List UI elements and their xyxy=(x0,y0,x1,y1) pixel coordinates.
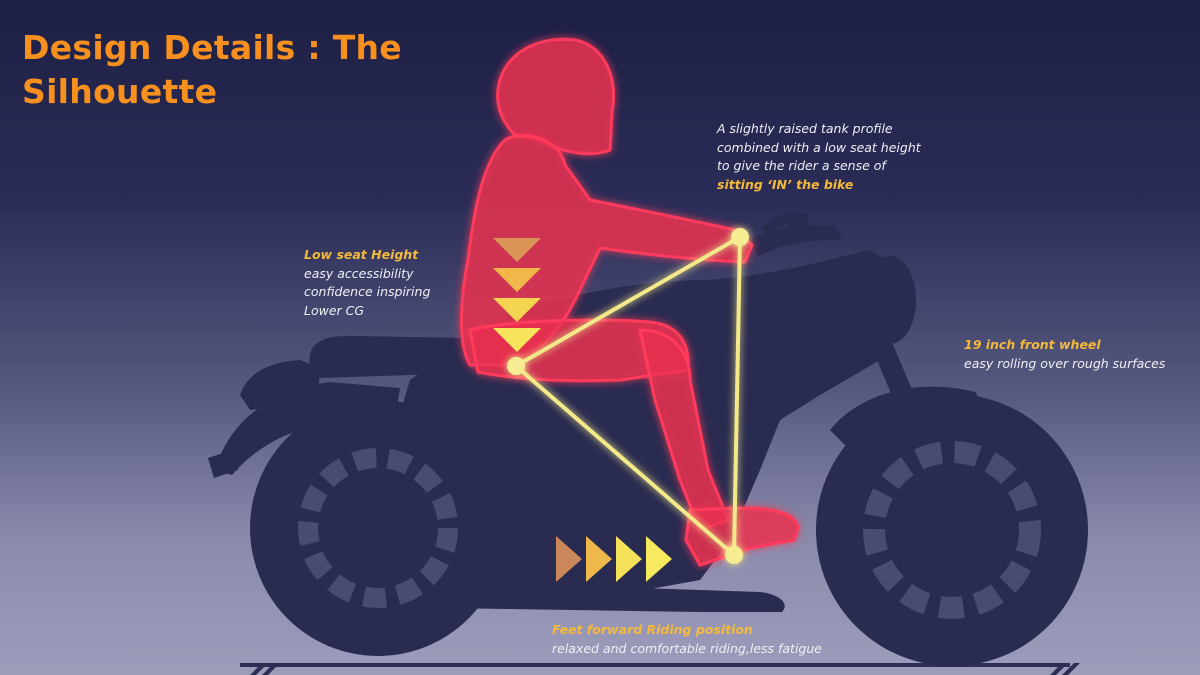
seat-line-3: Lower CG xyxy=(304,302,365,318)
forward-arrow-4 xyxy=(646,536,672,582)
foot-point xyxy=(725,546,743,564)
forward-arrow-2 xyxy=(586,536,612,582)
wheel-line-1: easy rolling over rough surfaces xyxy=(964,355,1166,371)
annotation-feet-forward: Feet forward Riding position relaxed and… xyxy=(552,621,822,658)
ergonomic-triangle xyxy=(514,235,742,557)
down-arrow-2 xyxy=(493,268,541,292)
annotation-low-seat: Low seat Height easy accessibility confi… xyxy=(304,246,430,320)
rider-figure xyxy=(460,37,800,567)
seat-line-2: confidence inspiring xyxy=(304,284,431,299)
seat-heading: Low seat Height xyxy=(304,247,419,262)
tank-line-2: combined with a low seat height xyxy=(717,139,921,155)
down-arrows xyxy=(493,238,541,352)
triangle-points xyxy=(507,228,749,564)
ground-stripes xyxy=(240,663,1080,675)
feet-heading: Feet forward Riding position xyxy=(552,622,753,637)
wheel-heading: 19 inch front wheel xyxy=(964,337,1101,352)
forward-arrow-1 xyxy=(556,536,582,582)
front-wheel-spokes xyxy=(863,441,1041,619)
annotation-tank-profile: A slightly raised tank profile combined … xyxy=(717,120,921,194)
tank-line-3: to give the rider a sense of xyxy=(717,158,886,173)
down-arrow-1 xyxy=(493,238,541,262)
seat-line-1: easy accessibility xyxy=(304,265,414,281)
feet-line-1: relaxed and comfortable riding,less fati… xyxy=(552,640,822,656)
forward-arrows xyxy=(556,536,672,582)
hand-point xyxy=(731,228,749,246)
rider-torso xyxy=(460,133,754,367)
forward-arrow-3 xyxy=(616,536,642,582)
tank-line-1: A slightly raised tank profile xyxy=(717,121,893,136)
down-arrow-3 xyxy=(493,298,541,322)
annotation-front-wheel: 19 inch front wheel easy rolling over ro… xyxy=(964,336,1165,373)
rider-helmet xyxy=(496,37,615,156)
rear-wheel-spokes xyxy=(298,448,458,608)
tank-highlight: sitting ‘IN’ the bike xyxy=(717,176,854,192)
page-title: Design Details : The Silhouette xyxy=(22,28,402,111)
hip-point xyxy=(507,357,525,375)
down-arrow-4 xyxy=(493,328,541,352)
